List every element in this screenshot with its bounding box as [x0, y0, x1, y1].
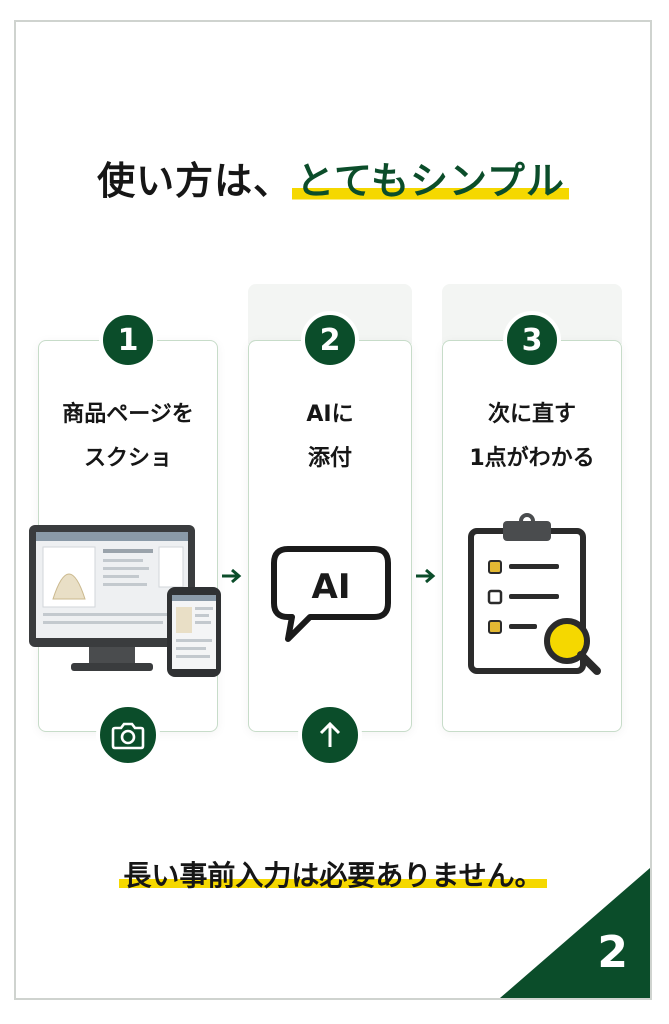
headline-accent: とてもシンプル [292, 159, 569, 203]
headline: 使い方は、とてもシンプル [16, 150, 650, 205]
devices-illustration [29, 525, 221, 677]
step-3-line-1: 次に直す [487, 402, 576, 427]
ai-chat-bubble-icon [271, 546, 391, 642]
step-label-1: 商品ページを スクショ [39, 393, 217, 481]
slide-frame: 使い方は、とてもシンプル 1 商品ページを スクショ [14, 20, 652, 1000]
footer-text: 長い事前入力は必要ありません。 [119, 859, 547, 892]
camera-badge [96, 703, 160, 767]
step-card-1: 1 商品ページを スクショ [29, 311, 221, 767]
arrow-right-icon [416, 568, 436, 584]
step-card-2: 2 AIに 添付 AI [248, 311, 412, 767]
page-number: 2 [597, 927, 628, 978]
ai-text: AI [311, 567, 351, 607]
step-1-line-1: 商品ページを [62, 402, 194, 427]
step-2-line-1: AIに [306, 402, 354, 427]
step-label-3: 次に直す 1点がわかる [443, 393, 621, 481]
page-corner [500, 868, 650, 998]
upload-badge [298, 703, 362, 767]
clipboard-magnifier-icon [468, 513, 601, 675]
step-number-2: 2 [301, 311, 359, 369]
footer-message: 長い事前入力は必要ありません。 [16, 854, 650, 894]
step-2-line-2: 添付 [307, 446, 352, 471]
step-label-2: AIに 添付 [249, 393, 411, 481]
step-1-line-2: スクショ [83, 446, 172, 471]
arrow-right-icon [222, 568, 242, 584]
camera-icon [111, 722, 145, 750]
step-3-line-2: 1点がわかる [469, 446, 595, 471]
step-card-3: 3 次に直す 1点がわかる [442, 311, 622, 732]
step-number-1: 1 [99, 311, 157, 369]
step-number-3: 3 [503, 311, 561, 369]
arrow-up-icon [319, 721, 341, 747]
headline-plain: 使い方は、 [97, 159, 293, 203]
